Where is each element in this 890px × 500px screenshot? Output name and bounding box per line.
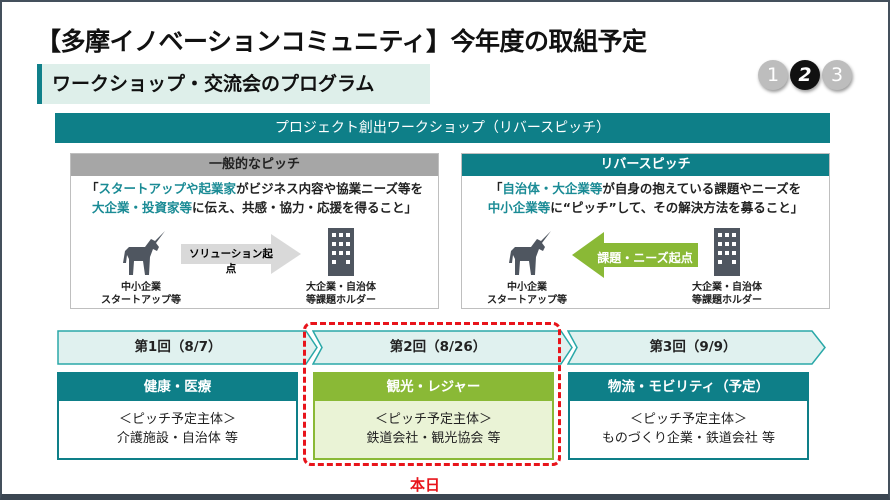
pitch-description: 「自治体・大企業等が自身の抱えている課題やニーズを 中小企業等に“ピッチ”して、… — [487, 181, 804, 215]
session-label: 第3回（9/9） — [649, 339, 737, 355]
page-indicator-1[interactable]: 1 — [758, 60, 788, 90]
page-indicator-3[interactable]: 3 — [822, 60, 852, 90]
session-3-card: 物流・モビリティ（予定） ＜ピッチ予定主体＞ ものづくり企業・鉄道会社 等 — [568, 372, 809, 460]
panel-header: 一般的なピッチ — [71, 154, 438, 176]
session-label: 第2回（8/26） — [389, 339, 487, 355]
general-pitch-panel: 一般的なピッチ 「スタートアップや起業家がビジネス内容や協業ニーズ等を 大企業・… — [70, 153, 439, 309]
reverse-pitch-panel: リバースピッチ 「自治体・大企業等が自身の抱えている課題やニーズを 中小企業等に… — [461, 153, 830, 309]
sme-role-label: 中小企業スタートアップ等 — [101, 282, 181, 306]
arrow-label: 課題・ニーズ起点 — [597, 251, 693, 265]
arrow-label: ソリューション起点 — [189, 248, 273, 275]
session-1-chevron: 第1回（8/7） — [57, 330, 319, 365]
section-subtitle: ワークショップ・交流会のプログラム — [37, 64, 430, 104]
enterprise-role-label: 大企業・自治体等課題ホルダー — [692, 282, 762, 306]
session-label: 第1回（8/7） — [134, 339, 222, 355]
page-indicator-2[interactable]: 2 — [790, 60, 820, 90]
slide-title: 【多摩イノベーションコミュニティ】今年度の取組予定 — [36, 27, 647, 56]
card-presenters: ものづくり企業・鉄道会社 等 — [601, 431, 776, 446]
unicorn-icon — [509, 231, 551, 275]
session-3-chevron: 第3回（9/9） — [567, 330, 829, 365]
panel-header: リバースピッチ — [462, 154, 829, 176]
sme-role-label: 中小企業スタートアップ等 — [487, 282, 567, 306]
session-2-chevron: 第2回（8/26） — [312, 330, 574, 365]
session-2-card: 観光・レジャー ＜ピッチ予定主体＞ 鉄道会社・観光協会 等 — [313, 372, 554, 460]
right-arrow-icon — [181, 234, 301, 274]
left-arrow-icon — [572, 232, 698, 278]
card-theme: 健康・医療 — [59, 374, 296, 401]
card-subheading: ＜ピッチ予定主体＞ — [629, 412, 747, 427]
pitch-description: 「スタートアップや起業家がビジネス内容や協業ニーズ等を 大企業・投資家等に伝え、… — [86, 181, 423, 215]
card-presenters: 鉄道会社・観光協会 等 — [366, 431, 501, 446]
workshop-banner: プロジェクト創出ワークショップ（リバースピッチ） — [55, 113, 830, 143]
enterprise-role-label: 大企業・自治体等課題ホルダー — [306, 282, 376, 306]
card-subheading: ＜ピッチ予定主体＞ — [374, 412, 492, 427]
today-label: 本日 — [410, 476, 441, 494]
building-icon — [714, 228, 740, 276]
building-icon — [328, 228, 354, 276]
card-presenters: 介護施設・自治体 等 — [116, 431, 239, 446]
card-theme: 観光・レジャー — [315, 374, 552, 401]
card-subheading: ＜ピッチ予定主体＞ — [118, 412, 236, 427]
card-theme: 物流・モビリティ（予定） — [570, 374, 807, 401]
today-highlight-box — [303, 322, 561, 466]
unicorn-icon — [123, 231, 165, 275]
session-1-card: 健康・医療 ＜ピッチ予定主体＞ 介護施設・自治体 等 — [57, 372, 298, 460]
